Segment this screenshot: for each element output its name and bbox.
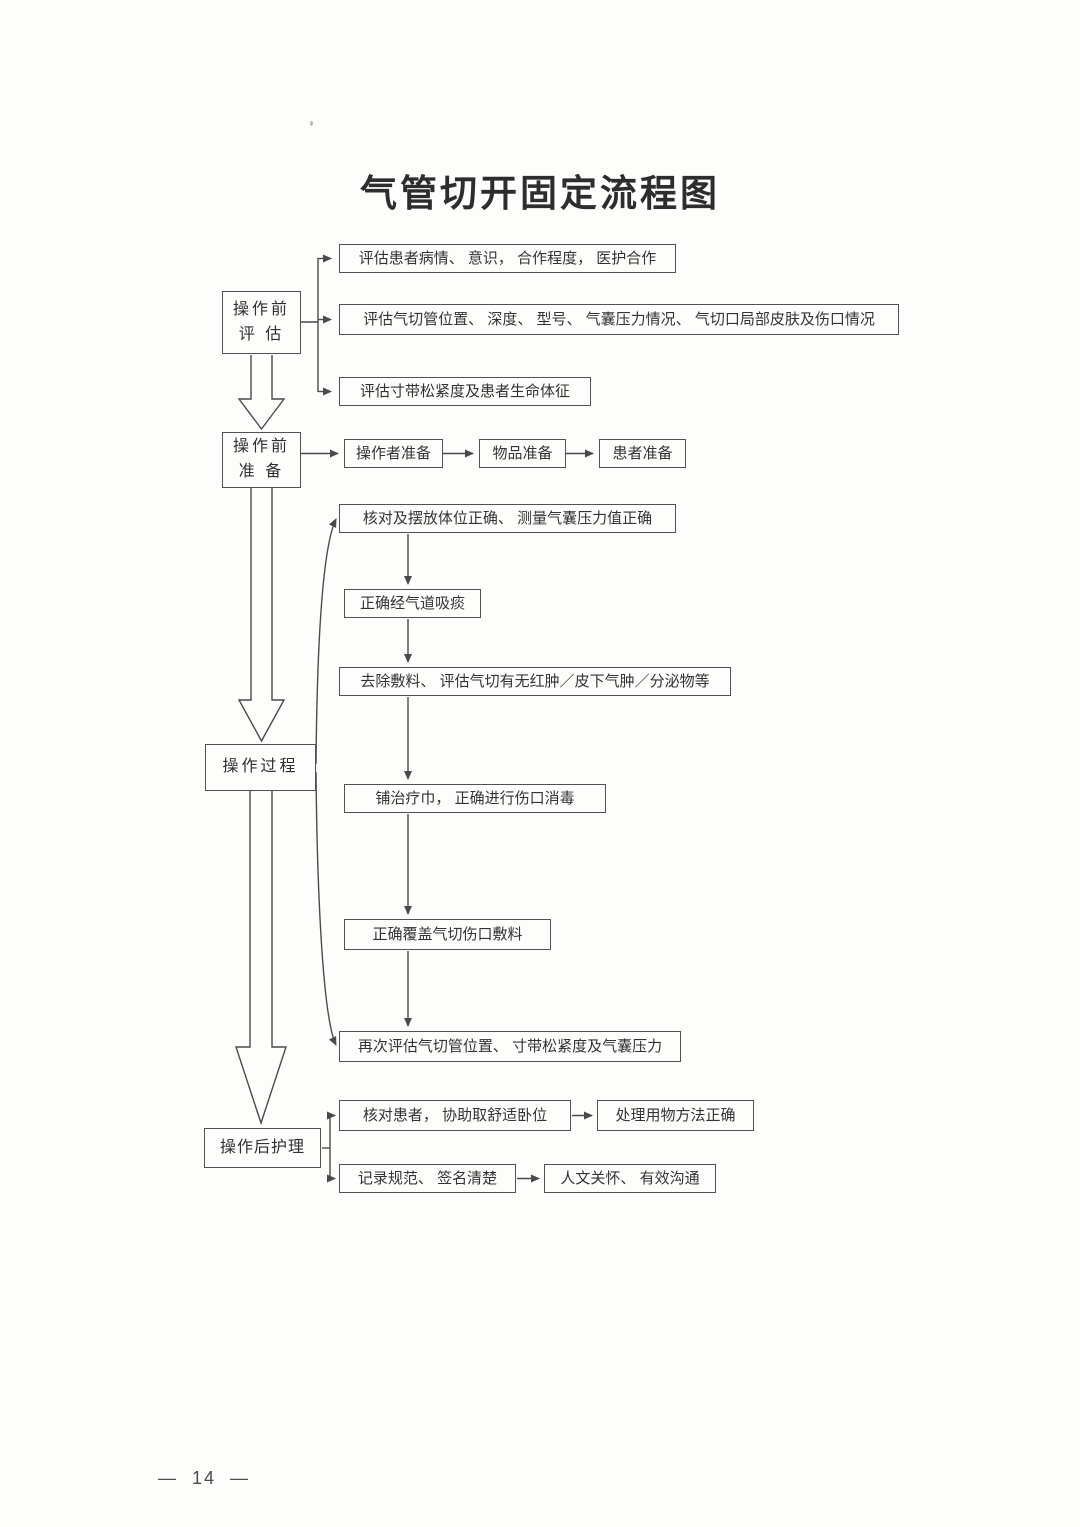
stage-label-line: 操作前 bbox=[232, 438, 290, 456]
block-arrow-assess-to-prepare bbox=[237, 355, 286, 431]
stage-pre-assessment: 操作前 评 估 bbox=[222, 291, 301, 354]
stage-pre-preparation: 操作前 准 备 bbox=[222, 432, 301, 488]
postcare-branch-lines bbox=[322, 1111, 336, 1183]
flow-box-operator-preparation: 操作者准备 bbox=[344, 439, 443, 468]
block-arrow-prepare-to-process bbox=[237, 488, 286, 743]
process-bracket-lines bbox=[315, 518, 337, 1046]
flow-box-supplies-preparation: 物品准备 bbox=[479, 439, 566, 468]
flow-box-check-position-pressure: 核对及摆放体位正确、 测量气囊压力值正确 bbox=[339, 504, 676, 533]
stage-operation-process: 操作过程 bbox=[205, 744, 316, 791]
page-number: — 14 — bbox=[158, 1468, 251, 1488]
stage-label-line: 操作前 bbox=[232, 300, 290, 318]
stage-post-care: 操作后护理 bbox=[204, 1128, 321, 1168]
flow-box-record-sign: 记录规范、 签名清楚 bbox=[339, 1164, 516, 1193]
flow-box-handle-items: 处理用物方法正确 bbox=[597, 1100, 754, 1131]
pre-assessment-branch-lines bbox=[301, 254, 332, 396]
flow-box-patient-preparation: 患者准备 bbox=[599, 439, 686, 468]
stage-label-line: 准 备 bbox=[238, 463, 285, 480]
scan-speck bbox=[310, 121, 313, 126]
stage-label-line: 评 估 bbox=[238, 325, 285, 343]
flow-box-assess-tape-vitals: 评估寸带松紧度及患者生命体征 bbox=[339, 377, 591, 406]
flow-box-assess-tube: 评估气切管位置、 深度、 型号、 气囊压力情况、 气切口局部皮肤及伤口情况 bbox=[339, 304, 899, 335]
flow-box-cover-dressing: 正确覆盖气切伤口敷料 bbox=[344, 919, 551, 950]
flow-box-check-patient-position: 核对患者， 协助取舒适卧位 bbox=[339, 1100, 571, 1131]
flow-box-reassess-tube: 再次评估气切管位置、 寸带松紧度及气囊压力 bbox=[339, 1031, 681, 1062]
flow-box-assess-condition: 评估患者病情、 意识， 合作程度， 医护合作 bbox=[339, 244, 676, 273]
flow-box-humanistic-care: 人文关怀、 有效沟通 bbox=[544, 1164, 716, 1193]
page-title: 气管切开固定流程图 bbox=[360, 174, 720, 215]
flow-box-airway-suction: 正确经气道吸痰 bbox=[344, 589, 481, 618]
block-arrow-process-to-postcare bbox=[235, 791, 287, 1126]
flow-box-drape-disinfect: 铺治疗巾， 正确进行伤口消毒 bbox=[344, 784, 606, 813]
flow-box-remove-dressing-assess: 去除敷料、 评估气切有无红肿／皮下气肿／分泌物等 bbox=[339, 667, 731, 696]
